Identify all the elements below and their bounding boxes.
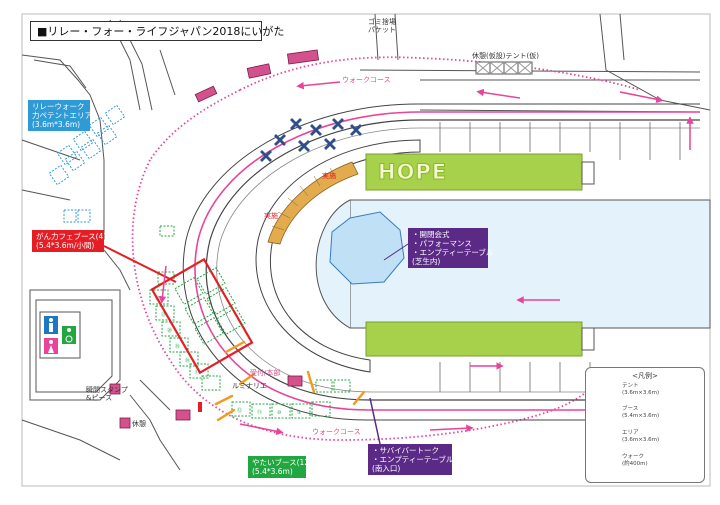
orange-seating <box>267 161 359 245</box>
walk-arrows <box>158 81 694 435</box>
survivor-line-2: ・エンプティーテーブル <box>372 455 454 464</box>
gate-left-label: 実施 <box>264 212 278 220</box>
walk-course-outer <box>131 56 641 441</box>
gan-booth-highlight <box>150 257 254 375</box>
svg-text:⑲: ⑲ <box>175 343 180 350</box>
gan-booth-line-1: がん力フェブース(4) <box>36 232 107 241</box>
rest-area-label: 休憩 <box>132 420 146 428</box>
stage-leader <box>383 243 409 261</box>
hope-text: HOPE <box>377 160 448 185</box>
legend-walk: ウォーク (約400m) <box>622 454 648 467</box>
center-stage-line-4: (芝生内) <box>412 257 441 266</box>
center-stage-line-2: ・パフォーマンス <box>412 239 472 248</box>
yatai-booth-line-1: やたいブース(12) <box>252 458 313 467</box>
survivor-line-1: ・サバイバートーク <box>372 446 440 455</box>
survivor-line-3: (南入口) <box>372 464 401 473</box>
infield <box>349 199 711 329</box>
relay-walk-tent-area <box>48 104 126 223</box>
relay-walk-line-1: リレーウォーク <box>32 102 85 111</box>
map-title: ■リレー・フォー・ライフジャパン2018にいがた <box>30 21 284 41</box>
grass-strip-bottom <box>365 321 583 357</box>
svg-text:⑱: ⑱ <box>185 357 190 364</box>
accessible-toilet-icon <box>62 326 76 344</box>
rest-tents <box>475 61 533 75</box>
top-structures <box>359 13 711 113</box>
svg-text:⑩: ⑩ <box>277 410 282 416</box>
gan-callout-leader <box>103 245 177 283</box>
grass-strip-top <box>365 153 583 191</box>
info-marker-icon <box>198 402 202 412</box>
table-markers <box>260 118 362 162</box>
center-pond <box>329 211 405 285</box>
svg-text:⑨: ⑨ <box>297 410 301 416</box>
legend-booth: ブース (5.4m×3.6m) <box>622 406 660 419</box>
survivor-callout: ・サバイバートーク ・エンプティーテーブル (南入口) <box>368 444 454 475</box>
garbage-label: ゴミ捨場 パケット <box>368 18 396 34</box>
walk-course-bottom-label: ウォークコース <box>312 428 361 436</box>
svg-text:⑳: ⑳ <box>167 327 172 334</box>
grass-strip-bottom-end <box>581 327 595 351</box>
legend-title: <凡例> <box>632 372 658 380</box>
survivor-leader <box>369 397 381 445</box>
seating-lines <box>271 167 337 231</box>
gan-booth-cells <box>174 267 246 345</box>
pink-tents <box>109 49 320 429</box>
svg-text:⑪: ⑪ <box>257 409 262 416</box>
center-stage-line-3: ・エンプティーテーブル <box>412 248 494 257</box>
legend-area: エリア (3.6m×3.6m) <box>622 430 660 443</box>
gan-booth-line-2: (5.4*3.6m/小間) <box>36 241 95 250</box>
svg-text:⑫: ⑫ <box>237 407 242 414</box>
center-stage-line-1: ・開閉会式 <box>412 230 450 239</box>
orange-arrows <box>214 340 366 422</box>
gate-right-label: 実施 <box>322 172 336 180</box>
walk-course-top-label: ウォークコース <box>342 76 391 84</box>
legend-tent: テント (3.6m×3.6m) <box>622 383 660 396</box>
yatai-booth-callout: やたいブース(12) (5.4*3.6m) <box>248 456 313 478</box>
map-legend: <凡例> テント (3.6m×3.6m) ブース (5.4m×3.6m) エリア… <box>585 367 705 483</box>
luminaria-label: ルミナリエ <box>232 382 267 390</box>
relay-walk-line-3: (3.6m*3.6m) <box>32 120 81 129</box>
relay-walk-line-2: 力ペテントエリア <box>32 111 92 120</box>
relay-walk-callout: リレーウォーク 力ペテントエリア (3.6m*3.6m) <box>28 100 92 131</box>
center-stage-callout: ・開閉会式 ・パフォーマンス ・エンプティーテーブル (芝生内) <box>408 228 494 268</box>
reception-label: 受付/本部 <box>250 369 281 377</box>
svg-text:㉑: ㉑ <box>161 311 166 318</box>
yatai-booth-line-2: (5.4*3.6m) <box>252 467 293 476</box>
grass-strip-top-end <box>581 161 595 185</box>
svg-text:⑰: ⑰ <box>195 369 200 376</box>
stamp-label: 瞬間スタンプ &ピース <box>86 386 128 402</box>
walk-course-outer-left <box>149 89 241 161</box>
gan-booth-callout: がん力フェブース(4) (5.4*3.6m/小間) <box>32 230 107 252</box>
rest-tent-label: 休憩(仮設)テント(仮) <box>472 52 539 60</box>
